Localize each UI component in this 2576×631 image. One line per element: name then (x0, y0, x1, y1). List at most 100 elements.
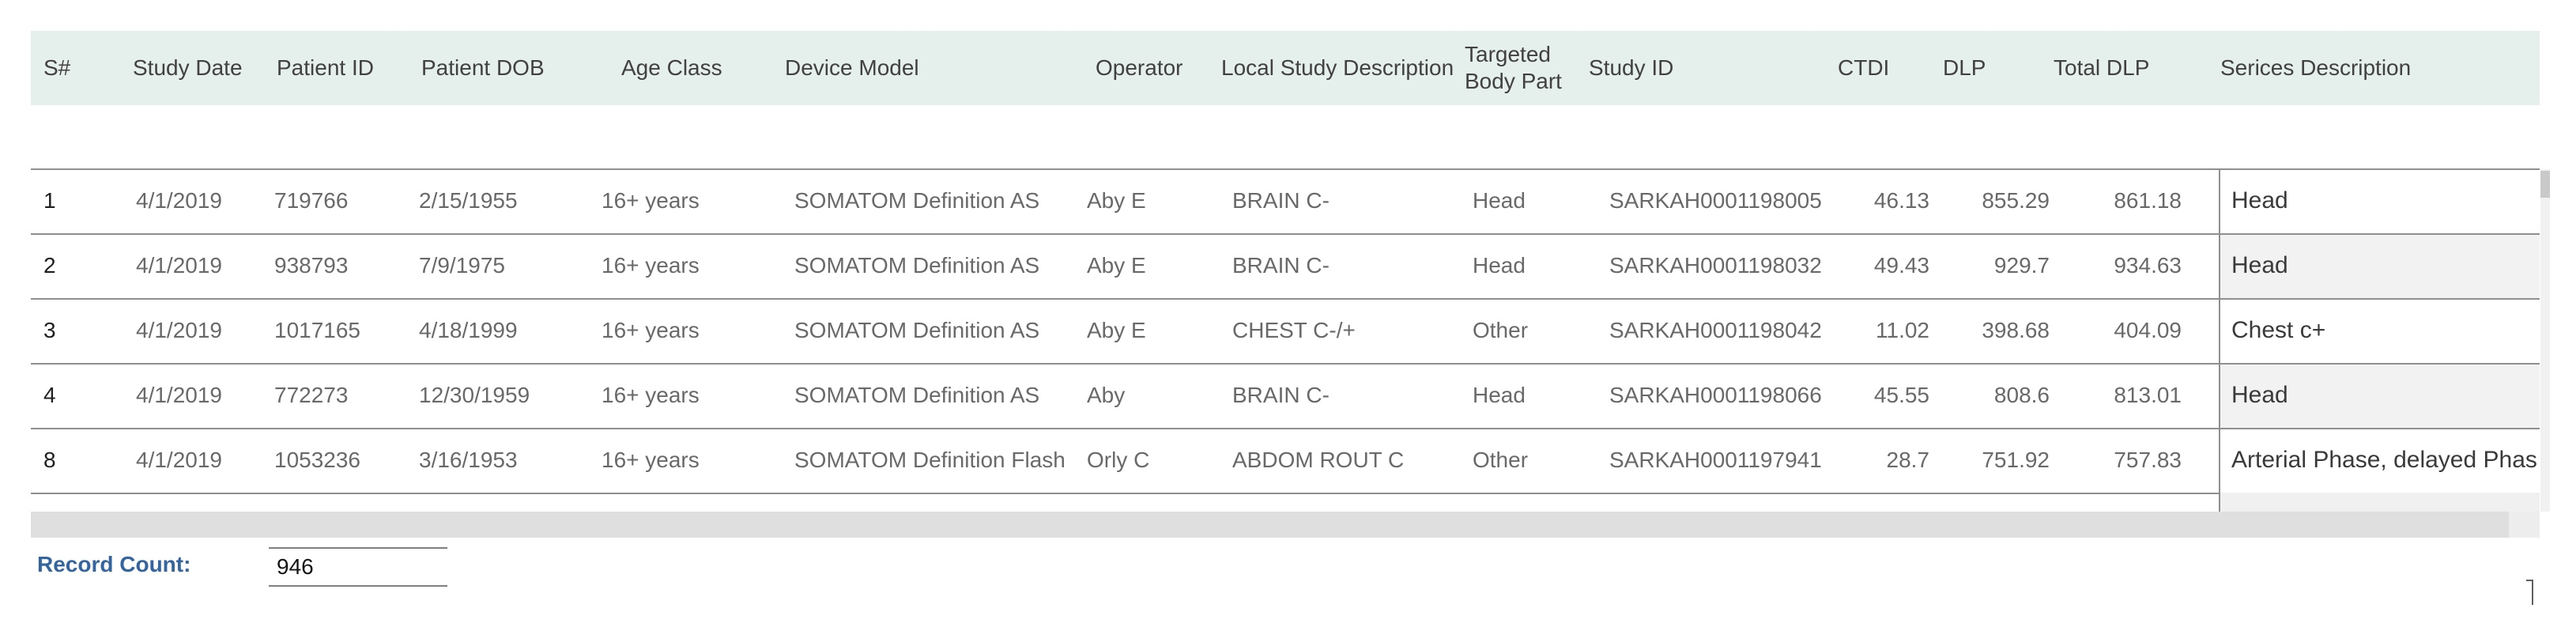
record-count-value-box[interactable]: 946 (269, 547, 447, 587)
cell-targeted_body_part[interactable]: Head (1473, 188, 1526, 213)
cell-s_number[interactable]: 2 (43, 253, 56, 278)
column-header-local_study_description[interactable]: Local Study Description (1221, 55, 1454, 80)
cell-targeted_body_part[interactable]: Head (1473, 253, 1526, 278)
vertical-scrollbar-thumb[interactable] (2540, 171, 2550, 198)
column-header-study_date[interactable]: Study Date (133, 55, 243, 80)
cell-total_dlp[interactable]: 404.09 (2114, 318, 2182, 342)
cell-patient_dob[interactable]: 2/15/1955 (419, 188, 518, 213)
record-count-value: 946 (277, 554, 314, 579)
cell-study_id[interactable]: SARKAH0001198032 (1609, 253, 1822, 278)
cell-local_study_description[interactable]: CHEST C-/+ (1232, 318, 1356, 342)
cell-patient_id[interactable]: 1017165 (274, 318, 361, 342)
cell-operator[interactable]: Orly C (1087, 448, 1150, 472)
column-header-dlp[interactable]: DLP (1943, 55, 1986, 80)
cell-operator[interactable]: Aby (1087, 383, 1126, 407)
cell-age_class[interactable]: 16+ years (602, 318, 700, 342)
cell-patient_dob[interactable]: 3/16/1953 (419, 448, 518, 472)
cell-operator[interactable]: Aby E (1087, 188, 1146, 213)
column-header-total_dlp[interactable]: Total DLP (2054, 55, 2150, 80)
table-row[interactable]: 2 4/1/2019 938793 7/9/1975 16+ years SOMATOM … (31, 235, 2540, 300)
cell-series_description[interactable]: Head (2219, 365, 2540, 428)
cell-study_date[interactable]: 4/1/2019 (136, 253, 222, 278)
cell-s_number[interactable]: 1 (43, 188, 56, 213)
cell-ctdi[interactable]: 45.55 (1873, 383, 1929, 407)
table-row[interactable]: 1 4/1/2019 719766 2/15/1955 16+ years SOMATOM… (31, 170, 2540, 235)
cell-patient_id[interactable]: 1053236 (274, 448, 361, 472)
cell-study_date[interactable]: 4/1/2019 (136, 448, 222, 472)
column-header-patient_id[interactable]: Patient ID (277, 55, 374, 80)
cell-total_dlp[interactable]: 934.63 (2114, 253, 2182, 278)
cell-study_id[interactable]: SARKAH0001198005 (1609, 188, 1822, 213)
cell-series_description[interactable]: Head (2219, 235, 2540, 298)
cell-total_dlp[interactable]: 813.01 (2114, 383, 2182, 407)
cell-device_model[interactable]: SOMATOM Definition Flash (794, 448, 1065, 472)
cell-series_description[interactable]: Chest c+ (2219, 300, 2540, 363)
table-row[interactable]: 8 4/1/2019 1053236 3/16/1953 16+ years SOMATO… (31, 429, 2540, 494)
cell-series_description[interactable]: Head (2219, 170, 2540, 233)
horizontal-scrollbar[interactable] (31, 512, 2540, 538)
cell-age_class[interactable]: 16+ years (602, 383, 700, 407)
cell-ctdi[interactable]: 49.43 (1873, 253, 1929, 278)
corner-cursor-artifact (2526, 580, 2533, 605)
cell-targeted_body_part[interactable]: Head (1473, 383, 1526, 407)
cell-patient_dob[interactable]: 7/9/1975 (419, 253, 505, 278)
cell-study_id[interactable]: SARKAH0001197941 (1609, 448, 1822, 472)
series-column-overflow-band (2219, 493, 2540, 512)
column-header-study_id[interactable]: Study ID (1589, 55, 1674, 80)
cell-age_class[interactable]: 16+ years (602, 448, 700, 472)
cell-age_class[interactable]: 16+ years (602, 188, 700, 213)
column-header-ctdi[interactable]: CTDI (1838, 55, 1890, 80)
cell-study_date[interactable]: 4/1/2019 (136, 383, 222, 407)
cell-ctdi[interactable]: 28.7 (1886, 448, 1930, 472)
cell-local_study_description[interactable]: BRAIN C- (1232, 188, 1329, 213)
cell-device_model[interactable]: SOMATOM Definition AS (794, 318, 1040, 342)
column-header-device_model[interactable]: Device Model (785, 55, 919, 80)
cell-local_study_description[interactable]: ABDOM ROUT C (1232, 448, 1405, 472)
cell-dlp[interactable]: 929.7 (1993, 253, 2050, 278)
cell-operator[interactable]: Aby E (1087, 318, 1146, 342)
column-header-operator[interactable]: Operator (1096, 55, 1183, 80)
cell-dlp[interactable]: 855.29 (1982, 188, 2050, 213)
column-header-age_class[interactable]: Age Class (621, 55, 722, 80)
record-count-label: Record Count: (37, 552, 191, 576)
cell-patient_id[interactable]: 938793 (274, 253, 349, 278)
cell-ctdi[interactable]: 46.13 (1873, 188, 1929, 213)
table-row[interactable]: 4 4/1/2019 772273 12/30/1959 16+ years SOMATO… (31, 365, 2540, 429)
cell-patient_dob[interactable]: 12/30/1959 (419, 383, 530, 407)
vertical-scrollbar[interactable] (2540, 169, 2550, 512)
cell-device_model[interactable]: SOMATOM Definition AS (794, 188, 1040, 213)
cell-study_id[interactable]: SARKAH0001198042 (1609, 318, 1822, 342)
cell-patient_id[interactable]: 772273 (274, 383, 349, 407)
cell-local_study_description[interactable]: BRAIN C- (1232, 383, 1329, 407)
cell-targeted_body_part[interactable]: Other (1473, 448, 1529, 472)
cell-s_number[interactable]: 3 (43, 318, 56, 342)
column-header-targeted_body_part[interactable]: Targeted Body Part (1465, 42, 1562, 93)
cell-series_description[interactable]: Arterial Phase, delayed Phas (2219, 429, 2540, 493)
cell-patient_dob[interactable]: 4/18/1999 (419, 318, 518, 342)
horizontal-scrollbar-thumb[interactable] (31, 512, 2509, 538)
cell-study_date[interactable]: 4/1/2019 (136, 188, 222, 213)
cell-age_class[interactable]: 16+ years (602, 253, 700, 278)
column-header-patient_dob[interactable]: Patient DOB (421, 55, 545, 80)
cell-study_id[interactable]: SARKAH0001198066 (1609, 383, 1822, 407)
cell-total_dlp[interactable]: 861.18 (2114, 188, 2182, 213)
table-row[interactable]: 3 4/1/2019 1017165 4/18/1999 16+ years SOMATO… (31, 300, 2540, 365)
cell-operator[interactable]: Aby E (1087, 253, 1146, 278)
cell-s_number[interactable]: 8 (43, 448, 56, 472)
cell-s_number[interactable]: 4 (43, 383, 56, 407)
cell-dlp[interactable]: 808.6 (1993, 383, 2050, 407)
cell-device_model[interactable]: SOMATOM Definition AS (794, 253, 1040, 278)
cell-local_study_description[interactable]: BRAIN C- (1232, 253, 1329, 278)
cell-dlp[interactable]: 751.92 (1982, 448, 2050, 472)
cell-patient_id[interactable]: 719766 (274, 188, 349, 213)
cell-study_date[interactable]: 4/1/2019 (136, 318, 222, 342)
column-header-series_description[interactable]: Serices Description (2220, 55, 2412, 80)
cell-total_dlp[interactable]: 757.83 (2114, 448, 2182, 472)
cell-ctdi[interactable]: 11.02 (1876, 318, 1929, 342)
cell-targeted_body_part[interactable]: Other (1473, 318, 1529, 342)
cell-dlp[interactable]: 398.68 (1982, 318, 2050, 342)
cell-device_model[interactable]: SOMATOM Definition AS (794, 383, 1040, 407)
column-header-s_number[interactable]: S# (43, 55, 71, 80)
